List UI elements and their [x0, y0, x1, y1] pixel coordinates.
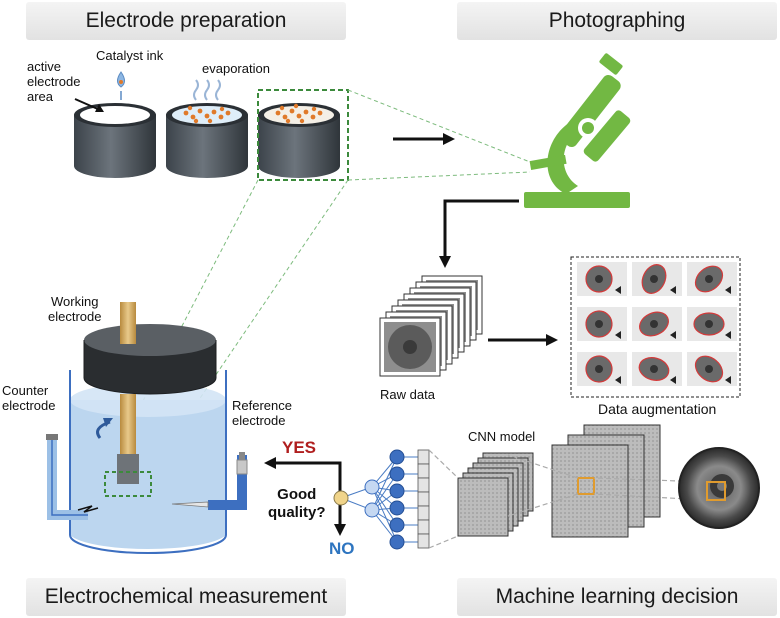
banner-machine-learning-decision: Machine learning decision: [457, 578, 777, 616]
input-node: [389, 534, 405, 550]
cnn-network: [333, 449, 430, 550]
input-node: [389, 466, 405, 482]
banner-photographing: Photographing: [457, 2, 777, 40]
input-sample-image: [678, 447, 760, 529]
electrochemical-cell: [46, 302, 248, 554]
electrode-cylinder-evaporating: [166, 79, 248, 178]
label-evaporation: evaporation: [202, 61, 270, 76]
label-no: NO: [329, 539, 355, 558]
augmented-sample: [632, 307, 682, 341]
connection-line: [428, 535, 459, 549]
decision-arrows: [264, 457, 346, 536]
vapor-icon: [193, 79, 221, 101]
label-cnn-model: CNN model: [468, 429, 536, 444]
hidden-node: [364, 502, 380, 518]
label-counter-electrode: Counter electrode: [2, 383, 56, 413]
augmented-sample: [687, 352, 737, 386]
connection-line: [507, 493, 579, 517]
microscope-icon: [524, 53, 631, 208]
augmented-sample: [687, 262, 737, 296]
augmented-sample: [632, 352, 682, 386]
label-yes: YES: [282, 438, 317, 457]
input-node: [389, 449, 405, 465]
raw-image: [379, 317, 441, 377]
banner-electrochemical-measurement: Electrochemical measurement: [26, 578, 346, 616]
electrode-cylinder-dried: [258, 103, 340, 178]
feature-map-large: [551, 444, 629, 538]
arrow-to-raw-data: [439, 199, 519, 268]
banner-electrode-preparation: Electrode preparation: [26, 2, 346, 40]
augmented-sample: [577, 352, 627, 386]
augmented-sample: [577, 262, 627, 296]
selection-box: [257, 89, 349, 181]
input-node: [389, 500, 405, 516]
connection-line: [507, 454, 579, 479]
input-node: [389, 483, 405, 499]
label-good-quality: Good quality?: [268, 486, 326, 521]
label-active-electrode-area: active electrode area: [27, 59, 81, 104]
pointer-arrow: [74, 98, 101, 111]
hidden-node: [364, 479, 380, 495]
input-node: [389, 517, 405, 533]
label-reference-electrode: Reference electrode: [232, 398, 292, 428]
label-working-electrode: Working electrode: [48, 294, 102, 324]
augmented-sample: [687, 307, 737, 341]
output-node: [333, 490, 349, 506]
augmented-sample: [632, 262, 682, 296]
arrow-to-augmentation: [488, 334, 558, 346]
data-augmentation-panel: [570, 256, 741, 398]
label-catalyst-ink: Catalyst ink: [96, 48, 164, 63]
connection-line: [428, 449, 459, 479]
feature-map-small: [457, 477, 509, 537]
raw-data-stack: [379, 275, 483, 377]
label-data-augmentation: Data augmentation: [598, 401, 717, 417]
electrode-cylinder-clean: [74, 103, 156, 178]
label-raw-data: Raw data: [380, 387, 435, 402]
ink-droplet-icon: [117, 71, 125, 88]
arrow-to-microscope: [393, 133, 455, 145]
augmented-sample: [577, 307, 627, 341]
